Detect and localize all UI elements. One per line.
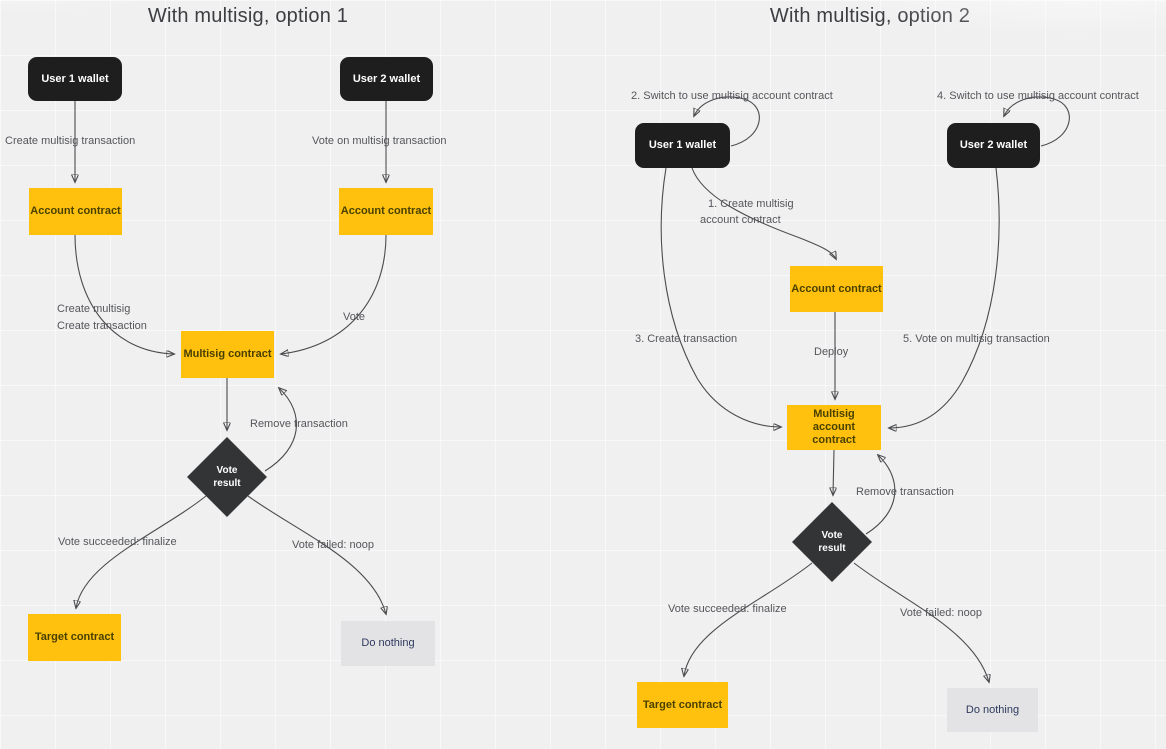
node-multisig-account-contract: Multisig account contract [787,405,881,450]
edge-label-switch-user2: 4. Switch to use multisig account contra… [937,90,1139,102]
node-label: User 2 wallet [959,139,1028,151]
node-label: Account contract [30,205,121,217]
edge-label-create-account-line2: account contract [700,214,781,226]
edge-label-vote-succeeded: Vote succeeded: finalize [58,536,177,548]
edge-voteresult-to-donothing-r [853,562,989,682]
edge-label-vote-on-transaction: 5. Vote on multisig transaction [903,333,1050,345]
node-label: Vote result [213,465,241,489]
node-target-contract-r: Target contract [637,682,728,728]
node-label: Multisig contract [183,348,272,360]
edge-label-create-multisig: Create multisig [57,303,131,315]
node-do-nothing: Do nothing [341,621,435,666]
node-label: Do nothing [965,703,1020,716]
edge-account1-to-multisig [74,234,174,354]
edge-label-remove-transaction-r: Remove transaction [856,486,954,498]
node-label: User 1 wallet [648,139,717,151]
edge-label-vote-on-multisig-transaction: Vote on multisig transaction [312,135,447,147]
node-label: Target contract [642,698,723,711]
edge-user2-to-multisig [889,167,1000,428]
edge-voteresult-to-target [76,495,207,608]
node-label: User 1 wallet [41,72,109,85]
node-label: Do nothing [361,637,415,649]
node-account-contract-1: Account contract [29,188,122,235]
edge-voteresult-to-target-r [684,562,813,676]
edge-label-vote: Vote [343,311,366,323]
edge-account2-to-multisig [281,234,387,354]
edge-voteresult-to-donothing [247,495,386,614]
diagram-title-option2: With multisig, option 2 [769,5,971,27]
edge-label-remove-transaction: Remove transaction [250,418,348,430]
node-label: Target contract [34,631,115,643]
node-target-contract: Target contract [28,614,121,661]
node-label: Account contract [791,282,882,295]
edge-multisig-to-voteresult-r [833,449,834,495]
node-label: Vote result [818,530,846,554]
node-account-contract-2: Account contract [339,188,433,235]
edge-label-deploy: Deploy [814,346,849,358]
node-user1-wallet: User 1 wallet [28,57,122,101]
diagram-title-option1: With multisig, option 1 [147,5,349,27]
edge-label-vote-failed: Vote failed: noop [292,539,374,551]
edge-label-vote-failed-r: Vote failed: noop [900,607,982,619]
node-do-nothing-r: Do nothing [947,688,1038,732]
edge-label-create-transaction-r: 3. Create transaction [635,333,738,345]
edge-label-create-transaction: Create transaction [57,320,147,332]
edge-label-create-multisig-transaction: Create multisig transaction [5,135,136,147]
node-label: User 2 wallet [352,72,421,85]
node-label: Account contract [340,205,432,217]
edge-label-vote-succeeded-r: Vote succeeded: finalize [668,603,787,615]
node-label: Multisig account contract [812,408,856,446]
edge-label-create-account-line1: 1. Create multisig [708,198,794,210]
node-user1-wallet-r: User 1 wallet [635,123,730,168]
node-user2-wallet: User 2 wallet [340,57,433,101]
node-account-contract-r: Account contract [790,266,883,312]
node-user2-wallet-r: User 2 wallet [947,123,1040,168]
node-multisig-contract: Multisig contract [181,331,274,378]
edge-label-switch-user1: 2. Switch to use multisig account contra… [631,90,833,102]
